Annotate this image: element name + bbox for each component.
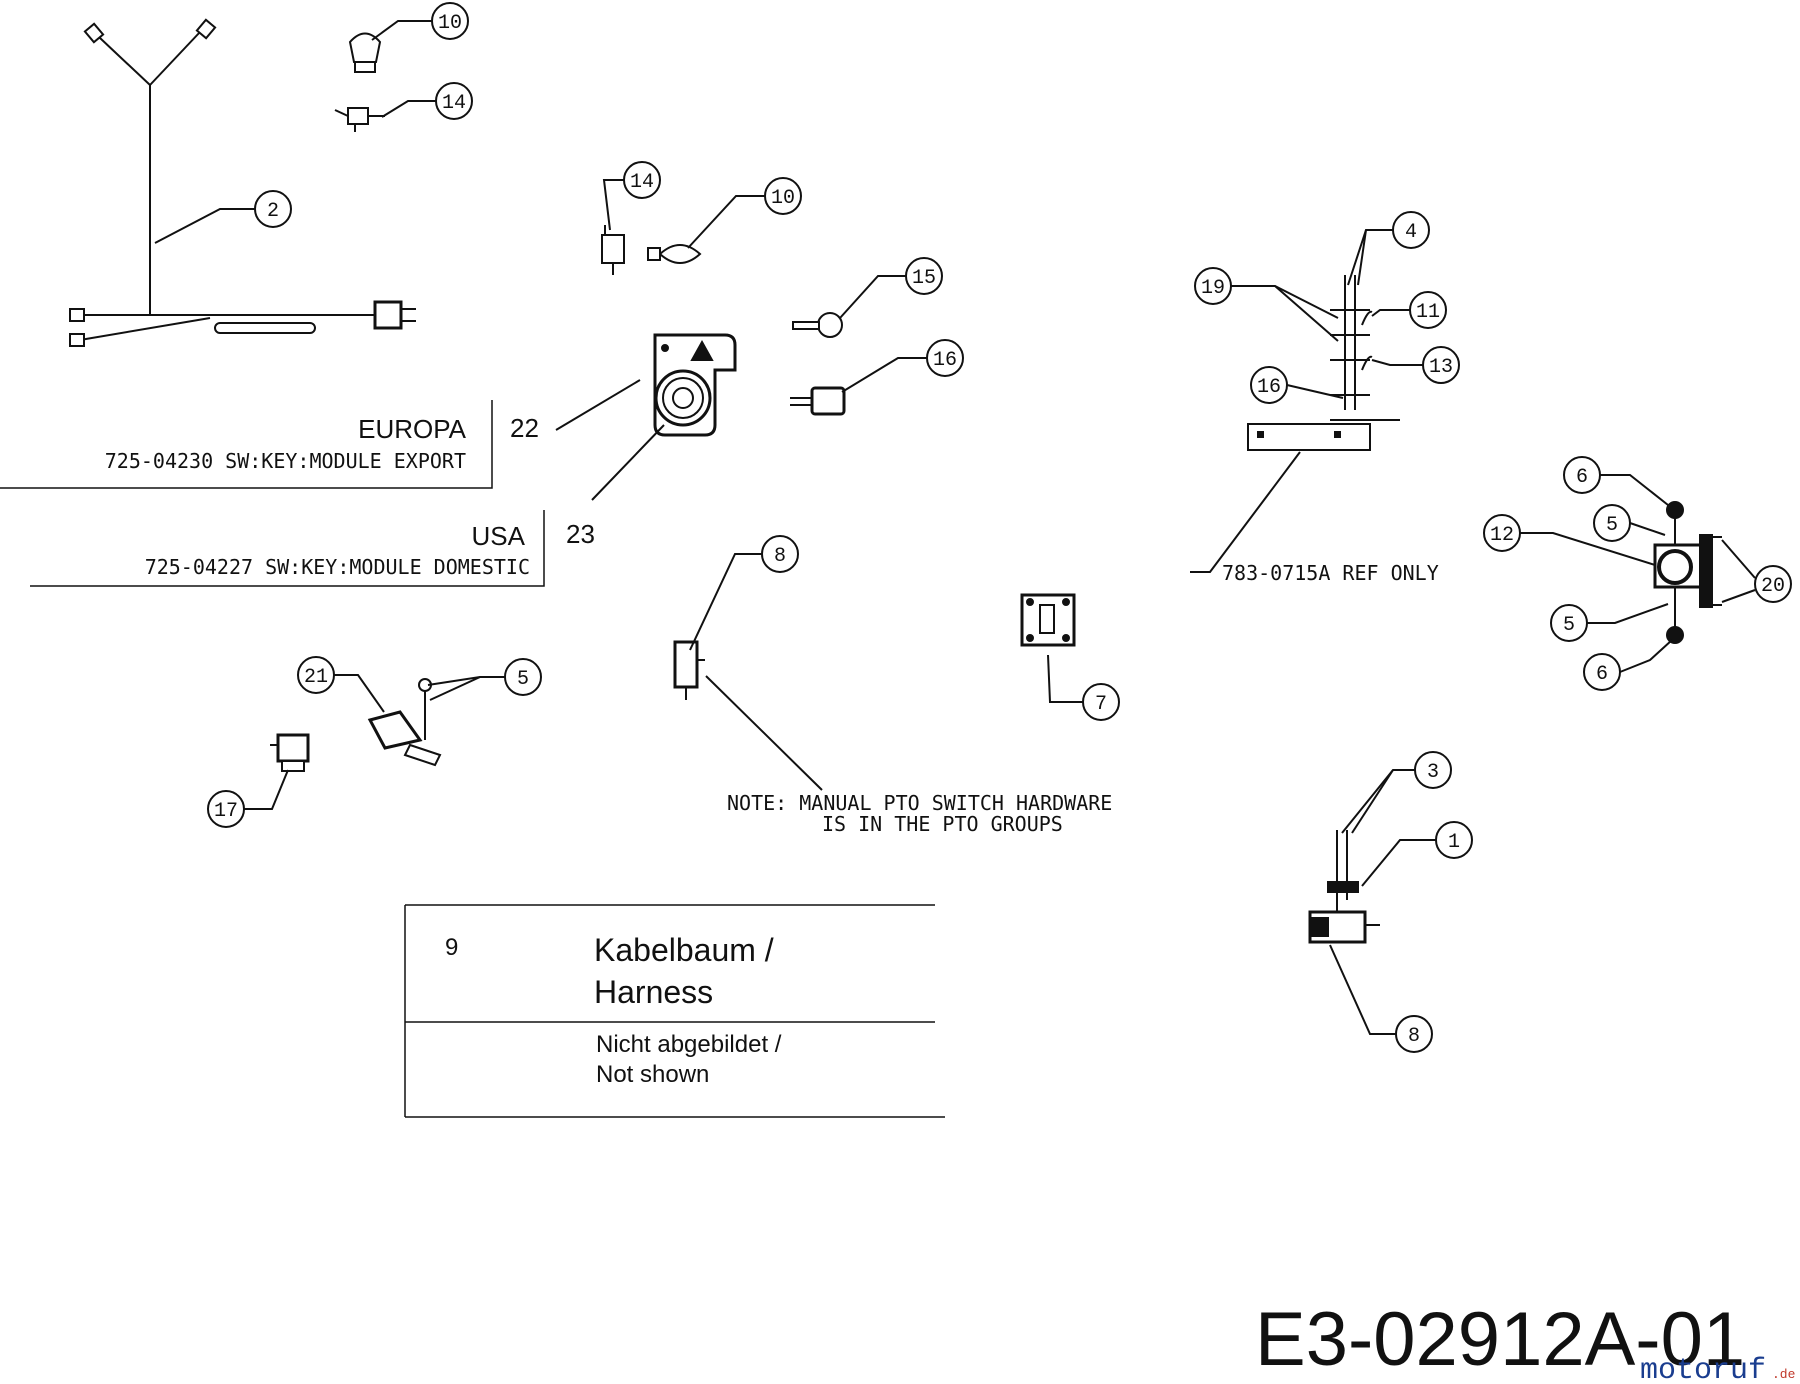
callout-11[interactable]: 11 xyxy=(1409,291,1447,329)
key-drawing xyxy=(792,312,843,338)
callout-label: 13 xyxy=(1429,356,1453,379)
callout-17[interactable]: 17 xyxy=(207,790,245,828)
legend-usa: USA 725-04227 SW:KEY:MODULE DOMESTIC 23 xyxy=(30,510,595,587)
callout-6[interactable]: 6 xyxy=(1563,456,1601,494)
table-row2-line2: Not shown xyxy=(596,1061,709,1088)
seat-switch-drawing xyxy=(1308,830,1380,944)
ignition-switch-assembly-drawing xyxy=(1247,275,1400,451)
callout-19[interactable]: 19 xyxy=(1194,267,1232,305)
callout-12[interactable]: 12 xyxy=(1483,514,1521,552)
callout-label: 14 xyxy=(630,171,654,194)
callout-5[interactable]: 5 xyxy=(1550,604,1588,642)
callout-15[interactable]: 15 xyxy=(905,257,943,295)
callout-10[interactable]: 10 xyxy=(764,177,802,215)
watermark-brand: motoruf xyxy=(1640,1354,1766,1384)
callout-label: 5 xyxy=(1606,514,1618,537)
callout-label: 4 xyxy=(1405,221,1417,244)
callout-label: 16 xyxy=(1257,376,1281,399)
callouts: 10 14 2 14 10 15 16 4 19 11 13 16 6 5 12… xyxy=(207,2,1792,1053)
callout-8[interactable]: 8 xyxy=(1395,1015,1433,1053)
callout-8[interactable]: 8 xyxy=(761,535,799,573)
switch-8-drawing xyxy=(673,640,705,700)
legend-usa-ref: 23 xyxy=(566,519,595,549)
callout-label: 15 xyxy=(912,267,936,290)
callout-label: 5 xyxy=(517,668,529,691)
legend-europa: EUROPA 725-04230 SW:KEY:MODULE EXPORT 22 xyxy=(0,400,539,489)
callout-label: 2 xyxy=(267,200,279,223)
callout-16[interactable]: 16 xyxy=(1250,366,1288,404)
callout-label: 3 xyxy=(1427,761,1439,784)
callout-2[interactable]: 2 xyxy=(254,190,292,228)
callout-label: 21 xyxy=(304,666,328,689)
pto-switch-drawing xyxy=(1653,501,1722,644)
table-row2-line1: Nicht abgebildet / xyxy=(596,1031,782,1058)
callout-5[interactable]: 5 xyxy=(504,658,542,696)
table-row1-num: 9 xyxy=(445,934,458,961)
callout-label: 8 xyxy=(1408,1025,1420,1048)
legend-europa-ref: 22 xyxy=(510,413,539,443)
callout-label: 5 xyxy=(1563,614,1575,637)
legend-usa-title: USA xyxy=(472,521,526,551)
callout-label: 14 xyxy=(442,92,466,115)
callout-label: 1 xyxy=(1448,831,1460,854)
watermark-logo: motoruf .de xyxy=(1640,1354,1795,1384)
pto-note-line1: NOTE: MANUAL PTO SWITCH HARDWARE xyxy=(727,791,1112,815)
callout-label: 6 xyxy=(1596,663,1608,686)
bulb-drawing-2 xyxy=(647,244,702,264)
wiring-harness-drawing xyxy=(69,18,416,347)
plug-drawing xyxy=(790,386,846,416)
callout-label: 12 xyxy=(1490,524,1514,547)
callout-20[interactable]: 20 xyxy=(1754,565,1792,603)
callout-13[interactable]: 13 xyxy=(1422,346,1460,384)
callout-4[interactable]: 4 xyxy=(1392,211,1430,249)
socket-drawing-2 xyxy=(601,225,625,275)
callout-label: 19 xyxy=(1201,277,1225,300)
callout-label: 11 xyxy=(1416,301,1440,324)
callout-14[interactable]: 14 xyxy=(435,82,473,120)
callout-5[interactable]: 5 xyxy=(1593,504,1631,542)
legend-europa-part: 725-04230 SW:KEY:MODULE EXPORT xyxy=(105,449,466,473)
switch-7-drawing xyxy=(1020,593,1076,647)
callout-label: 17 xyxy=(214,800,238,823)
pto-note-line2: IS IN THE PTO GROUPS xyxy=(822,812,1063,836)
socket-drawing xyxy=(334,107,385,132)
callout-10[interactable]: 10 xyxy=(431,2,469,40)
watermark-suffix: .de xyxy=(1772,1367,1795,1382)
callout-16[interactable]: 16 xyxy=(926,339,964,377)
callout-6[interactable]: 6 xyxy=(1583,653,1621,691)
callout-1[interactable]: 1 xyxy=(1435,821,1473,859)
callout-label: 16 xyxy=(933,349,957,372)
legend-usa-part: 725-04227 SW:KEY:MODULE DOMESTIC xyxy=(145,555,530,579)
callout-label: 8 xyxy=(774,545,786,568)
table-row1-line1: Kabelbaum / xyxy=(594,932,774,968)
callout-label: 10 xyxy=(771,187,795,210)
legend-europa-title: EUROPA xyxy=(358,414,467,444)
callout-label: 7 xyxy=(1095,693,1107,716)
callout-7[interactable]: 7 xyxy=(1082,683,1120,721)
callout-label: 10 xyxy=(438,12,462,35)
callout-3[interactable]: 3 xyxy=(1414,751,1452,789)
bulb-drawing xyxy=(348,32,382,73)
callout-label: 6 xyxy=(1576,466,1588,489)
ref-only-note: 783-0715A REF ONLY xyxy=(1222,561,1439,585)
parts-table: 9 Kabelbaum / Harness Nicht abgebildet /… xyxy=(404,904,945,1118)
key-switch-module-drawing xyxy=(653,333,737,437)
diagram-code: E3-02912A-01 xyxy=(1255,1297,1745,1382)
table-row1-line2: Harness xyxy=(594,974,713,1010)
callout-label: 20 xyxy=(1761,575,1785,598)
callout-21[interactable]: 21 xyxy=(297,656,335,694)
part-17-drawing xyxy=(270,733,310,772)
leader-lines xyxy=(154,20,1756,1035)
bracket-drawing xyxy=(367,678,442,767)
callout-14[interactable]: 14 xyxy=(623,161,661,199)
